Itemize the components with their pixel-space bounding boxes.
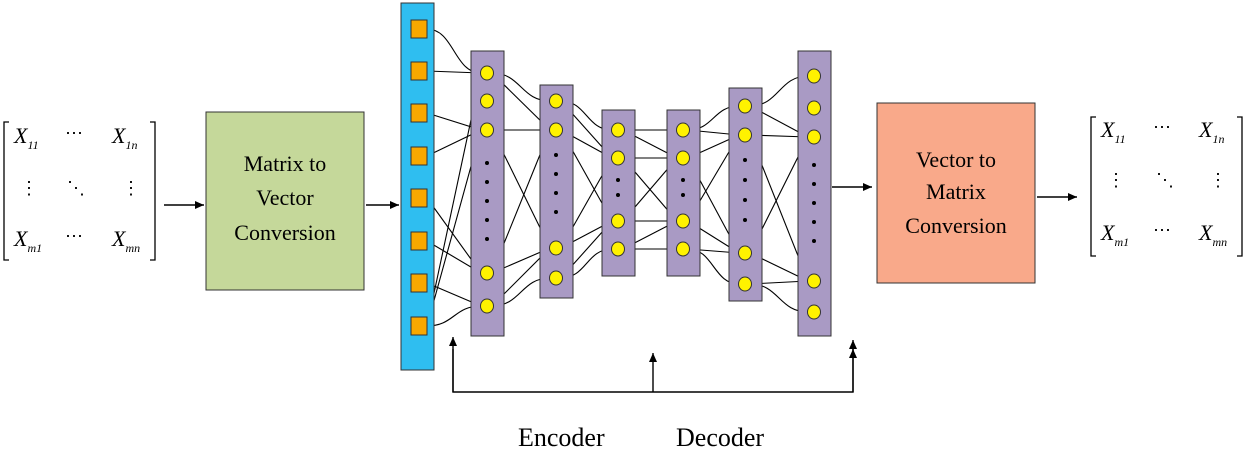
input-ddots: ⋱ — [67, 178, 85, 198]
output-matrix: X11 ⋯ X1n ⋮ ⋱ ⋮ Xm1 ⋯ Xmn — [1090, 116, 1243, 257]
ellipsis-dot — [743, 158, 747, 162]
neuron — [549, 122, 563, 138]
m2v-label-line2: Vector — [256, 185, 314, 210]
ellipsis-dot — [485, 161, 489, 165]
output-vdots-left: ⋮ — [1107, 170, 1125, 190]
ellipsis-dot — [812, 201, 816, 205]
hidden-layer-6 — [797, 50, 832, 337]
output-x11: X11 — [1100, 117, 1126, 146]
neuron — [480, 65, 494, 81]
neuron — [676, 122, 690, 138]
neuron — [480, 265, 494, 281]
autoencoder-network — [400, 2, 832, 371]
vector-to-matrix-box: Vector to Matrix Conversion — [876, 102, 1036, 284]
v2m-label-line1: Vector to — [916, 147, 996, 172]
input-node — [410, 231, 428, 251]
input-matrix-right-bracket — [150, 121, 156, 261]
neuron — [480, 298, 494, 314]
v2m-label-line2: Matrix — [926, 179, 986, 204]
input-xmn: Xmn — [111, 226, 140, 255]
ellipsis-dot — [812, 239, 816, 243]
feedback-bracket — [449, 337, 857, 393]
neuron — [676, 150, 690, 166]
m2v-label-line1: Matrix to — [244, 151, 327, 176]
ellipsis-dot — [554, 153, 558, 157]
neuron — [611, 241, 625, 257]
neuron — [738, 276, 752, 292]
neuron — [807, 273, 821, 289]
neuron — [676, 241, 690, 257]
output-matrix-right-bracket — [1237, 116, 1243, 257]
input-vdots-right: ⋮ — [122, 178, 140, 198]
neuron — [807, 68, 821, 84]
input-vdots-left: ⋮ — [20, 178, 38, 198]
output-vdots-right: ⋮ — [1209, 170, 1227, 190]
ellipsis-dot — [485, 199, 489, 203]
neuron — [807, 129, 821, 145]
neuron — [738, 98, 752, 114]
input-matrix: X11 ⋯ X1n ⋮ ⋱ ⋮ Xm1 ⋯ Xmn — [3, 121, 156, 261]
input-node — [410, 103, 428, 123]
ellipsis-dot — [743, 218, 747, 222]
neuron — [807, 304, 821, 320]
neuron — [738, 127, 752, 143]
output-matrix-left-bracket — [1090, 116, 1096, 257]
output-hdots-top: ⋯ — [1153, 117, 1171, 137]
ellipsis-dot — [554, 172, 558, 176]
neuron — [611, 213, 625, 229]
layer-shapes — [400, 2, 832, 371]
m2v-label-line3: Conversion — [234, 220, 335, 245]
neuron — [611, 150, 625, 166]
ellipsis-dot — [616, 193, 620, 197]
neuron — [549, 240, 563, 256]
ellipsis-dot — [554, 210, 558, 214]
ellipsis-dot — [681, 193, 685, 197]
neuron — [611, 122, 625, 138]
input-node — [410, 19, 428, 39]
output-x1n: X1n — [1198, 117, 1224, 146]
input-hdots-top: ⋯ — [65, 123, 83, 143]
ellipsis-dot — [812, 182, 816, 186]
ellipsis-dot — [485, 218, 489, 222]
input-node — [410, 61, 428, 81]
encoder-caption: Encoder — [518, 423, 605, 451]
ellipsis-dot — [681, 178, 685, 182]
neuron — [807, 100, 821, 116]
input-node — [410, 146, 428, 166]
ellipsis-dot — [485, 237, 489, 241]
ellipsis-dot — [812, 163, 816, 167]
decoder-caption: Decoder — [676, 423, 764, 451]
hidden-layer-5 — [728, 87, 763, 302]
ellipsis-dot — [616, 178, 620, 182]
ellipsis-dot — [485, 180, 489, 184]
ellipsis-dot — [743, 178, 747, 182]
output-xm1: Xm1 — [1100, 220, 1129, 249]
matrix-to-vector-box: Matrix to Vector Conversion — [205, 111, 365, 291]
input-x1n: X1n — [111, 123, 137, 152]
neuron — [549, 270, 563, 286]
ellipsis-dot — [812, 220, 816, 224]
input-hdots-bottom: ⋯ — [65, 226, 83, 246]
ellipsis-dot — [743, 198, 747, 202]
input-x11: X11 — [13, 123, 39, 152]
neuron — [676, 213, 690, 229]
output-ddots: ⋱ — [1156, 170, 1174, 190]
input-matrix-left-bracket — [3, 121, 9, 261]
v2m-label-line3: Conversion — [905, 213, 1006, 238]
ellipsis-dot — [554, 191, 558, 195]
input-vector-column — [400, 2, 435, 371]
neuron — [480, 122, 494, 138]
neuron — [738, 245, 752, 261]
neuron — [480, 93, 494, 109]
output-xmn: Xmn — [1198, 220, 1227, 249]
input-node — [410, 273, 428, 293]
input-xm1: Xm1 — [13, 226, 42, 255]
output-hdots-bottom: ⋯ — [1153, 220, 1171, 240]
neuron — [549, 93, 563, 109]
input-node — [410, 316, 428, 336]
input-node — [410, 188, 428, 208]
